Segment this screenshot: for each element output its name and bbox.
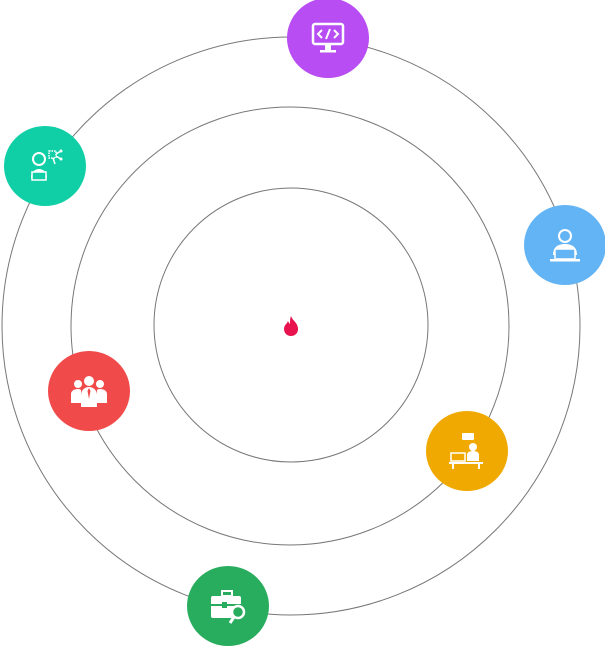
online-consultant-node[interactable] bbox=[524, 205, 605, 285]
tech-support-node[interactable] bbox=[4, 126, 86, 206]
person-laptop-icon bbox=[550, 229, 580, 262]
code-monitor-icon bbox=[311, 22, 345, 53]
web-development-node[interactable] bbox=[287, 0, 369, 78]
inner-ring bbox=[153, 187, 429, 463]
briefcase-search-icon bbox=[211, 590, 246, 624]
team-node[interactable] bbox=[48, 351, 130, 431]
workspace-node[interactable] bbox=[426, 411, 508, 491]
desk-worker-icon bbox=[449, 433, 483, 469]
job-search-node[interactable] bbox=[187, 566, 269, 646]
developer-network-icon bbox=[31, 149, 63, 181]
team-icon bbox=[71, 376, 107, 407]
middle-ring bbox=[70, 106, 510, 546]
flame-icon bbox=[281, 315, 301, 337]
